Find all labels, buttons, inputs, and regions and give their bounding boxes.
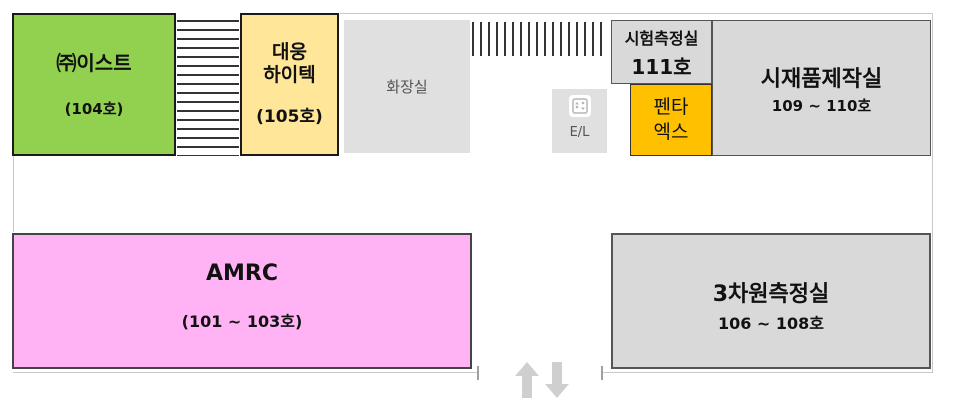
wall-bottom-right: [602, 372, 933, 373]
room-106-number: 106 ~ 108호: [717, 314, 825, 333]
room-106-name: 3차원측정실: [712, 282, 830, 307]
room-106-108[interactable]: 3차원측정실 106 ~ 108호: [611, 233, 931, 369]
room-105-name-line2: 하이텍: [263, 64, 316, 86]
elevator[interactable]: E/L: [552, 89, 607, 153]
stairs-left: [177, 20, 239, 156]
room-105-number: (105호): [256, 107, 323, 127]
room-104[interactable]: ㈜이스트 (104호): [12, 13, 176, 156]
amrc-name: AMRC: [205, 260, 278, 286]
pentax-name-line1: 펜타: [653, 96, 689, 118]
room-104-name: ㈜이스트: [56, 50, 132, 75]
wall-left: [13, 156, 14, 232]
elevator-label: E/L: [569, 125, 590, 140]
wall-right: [932, 13, 933, 373]
restroom[interactable]: 화장실: [344, 20, 470, 153]
wall-bottom-left: [13, 372, 478, 373]
room-111[interactable]: 시험측정실 111호: [611, 20, 712, 84]
room-109-name: 시재품제작실: [760, 66, 883, 92]
room-111-name: 시험측정실: [624, 28, 699, 48]
room-104-number: (104호): [64, 99, 124, 118]
room-109-110[interactable]: 시재품제작실 109 ~ 110호: [712, 20, 931, 156]
restroom-label: 화장실: [386, 78, 428, 96]
room-amrc[interactable]: AMRC (101 ~ 103호): [12, 233, 472, 369]
wall-top: [340, 13, 933, 14]
elevator-icon: [568, 95, 591, 117]
amrc-number: (101 ~ 103호): [181, 311, 303, 331]
up-arrow-icon: [515, 362, 539, 398]
entrance-marker-right: [601, 366, 603, 380]
room-pentax[interactable]: 펜타 엑스: [630, 84, 712, 156]
pentax-name-line2: 엑스: [653, 121, 689, 143]
room-105-name-line1: 대웅: [272, 41, 307, 63]
room-105[interactable]: 대웅 하이텍 (105호): [240, 13, 339, 156]
down-arrow-icon: [545, 362, 569, 398]
room-111-number: 111호: [631, 54, 692, 79]
entrance-marker-left: [477, 366, 479, 380]
room-109-number: 109 ~ 110호: [771, 96, 872, 115]
stairs-right: [472, 22, 608, 56]
